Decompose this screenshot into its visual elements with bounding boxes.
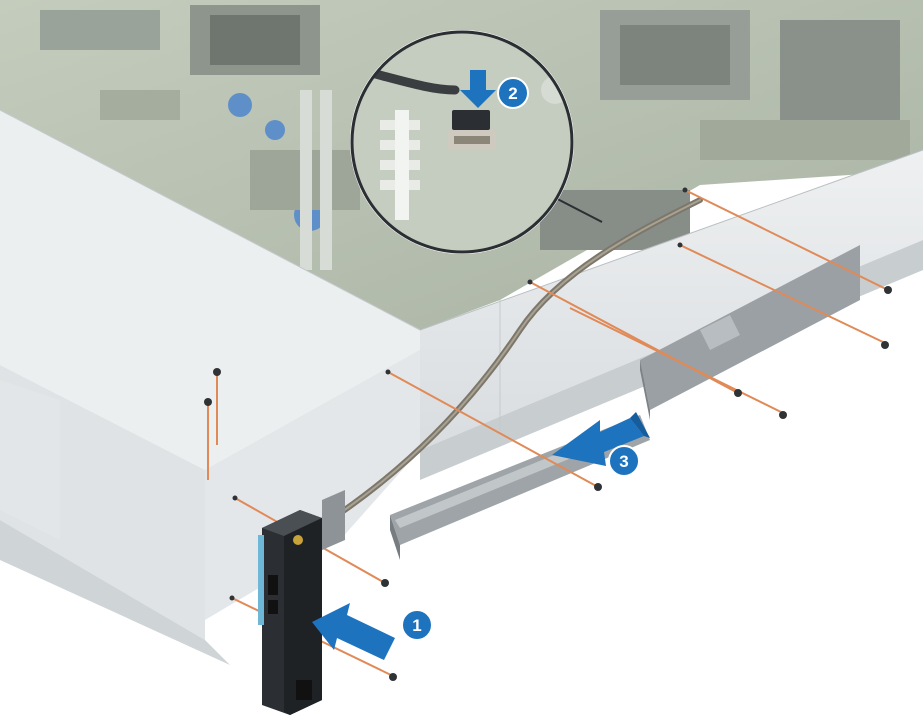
- screw-icon: [881, 341, 889, 349]
- screw-icon: [213, 368, 221, 376]
- step-badge-3: 3: [608, 445, 640, 477]
- chassis-floor: [0, 380, 230, 665]
- screw-icon: [594, 483, 602, 491]
- step-number: 3: [619, 452, 628, 471]
- blue-arrow-icon: [552, 412, 650, 466]
- control-panel-module: [258, 490, 345, 715]
- blue-arrow-icon: [312, 603, 395, 660]
- step-badge-2: 2: [497, 77, 529, 109]
- screws: [204, 187, 892, 681]
- step-number: 1: [412, 616, 421, 635]
- step-number: 2: [508, 84, 517, 103]
- screw-icon: [389, 673, 397, 681]
- screw-icon: [204, 398, 212, 406]
- screw-icon: [734, 389, 742, 397]
- screw-icon: [884, 286, 892, 294]
- screw-icon: [381, 579, 389, 587]
- screw-icon: [779, 411, 787, 419]
- blue-arrow-icon: [460, 70, 496, 108]
- step-badge-1: 1: [401, 609, 433, 641]
